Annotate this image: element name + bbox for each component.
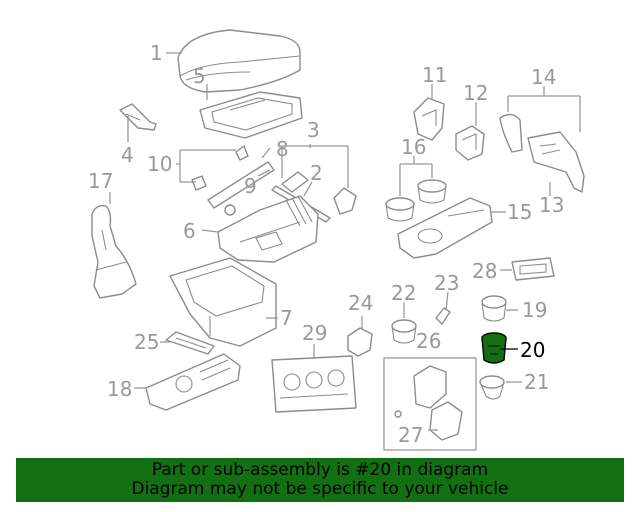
part-label-13: 13 — [539, 193, 564, 217]
part-label-17: 17 — [88, 169, 113, 193]
part-label-26: 26 — [416, 329, 441, 353]
part-label-1: 1 — [150, 41, 163, 65]
knob-drawing — [391, 319, 417, 344]
part-label-19: 19 — [522, 298, 547, 322]
part-label-11: 11 — [422, 63, 447, 87]
part-label-23: 23 — [434, 271, 459, 295]
part-label-7: 7 — [280, 306, 293, 330]
part-label-4: 4 — [121, 143, 134, 167]
parts-diagram: 1 5 4 10 8 9 3 2 17 6 7 25 18 29 24 22 2… — [88, 29, 585, 451]
part-label-8: 8 — [276, 137, 289, 161]
info-banner: Part or sub-assembly is #20 in diagram D… — [16, 458, 624, 502]
part-label-14: 14 — [531, 65, 556, 89]
inset-box — [383, 357, 477, 451]
part-number-labels: 1 5 4 10 8 9 3 2 17 6 7 25 18 29 24 22 2… — [88, 41, 564, 447]
armrest-lid-drawing — [177, 29, 301, 93]
cupholder-drawing — [385, 179, 493, 259]
part-label-15: 15 — [507, 200, 532, 224]
switch-drawing — [347, 327, 373, 357]
part-label-10: 10 — [147, 152, 172, 176]
switch-panel-drawing — [145, 353, 241, 411]
clip-drawing — [435, 307, 451, 325]
socket-drawing — [481, 295, 507, 322]
part-label-29: 29 — [302, 321, 327, 345]
part-label-9: 9 — [244, 174, 257, 198]
part-label-2: 2 — [310, 161, 323, 185]
banner-line-disclaimer: Diagram may not be specific to your vehi… — [131, 479, 509, 499]
part-label-16: 16 — [401, 135, 426, 159]
part-label-25: 25 — [134, 330, 159, 354]
part-label-27: 27 — [398, 423, 423, 447]
console-base-drawing — [169, 257, 277, 347]
part-label-12: 12 — [463, 81, 488, 105]
part-label-21: 21 — [524, 370, 549, 394]
part-label-18: 18 — [107, 377, 132, 401]
tray-drawing — [199, 91, 303, 139]
part-label-6: 6 — [183, 219, 196, 243]
part-label-5: 5 — [193, 64, 206, 88]
part-label-24: 24 — [348, 291, 373, 315]
part-label-28: 28 — [472, 259, 497, 283]
vent-drawing — [165, 331, 215, 355]
part-label-22: 22 — [391, 281, 416, 305]
climate-panel-drawing — [271, 355, 357, 413]
bezel-drawing — [413, 97, 485, 161]
strut-drawing — [207, 161, 357, 216]
leader-lines — [109, 52, 581, 431]
shift-boot-drawing — [91, 204, 137, 299]
part-label-20: 20 — [520, 338, 545, 362]
ring-drawing — [479, 375, 505, 400]
connector-drawing — [511, 257, 555, 281]
side-trim-drawing — [499, 113, 585, 193]
banner-line-part: Part or sub-assembly is #20 in diagram — [151, 460, 489, 480]
part-label-3: 3 — [307, 118, 320, 142]
bracket-drawing — [191, 145, 249, 191]
latch-drawing — [119, 103, 157, 131]
console-bin-drawing — [217, 195, 319, 263]
power-outlet-drawing — [481, 332, 507, 364]
